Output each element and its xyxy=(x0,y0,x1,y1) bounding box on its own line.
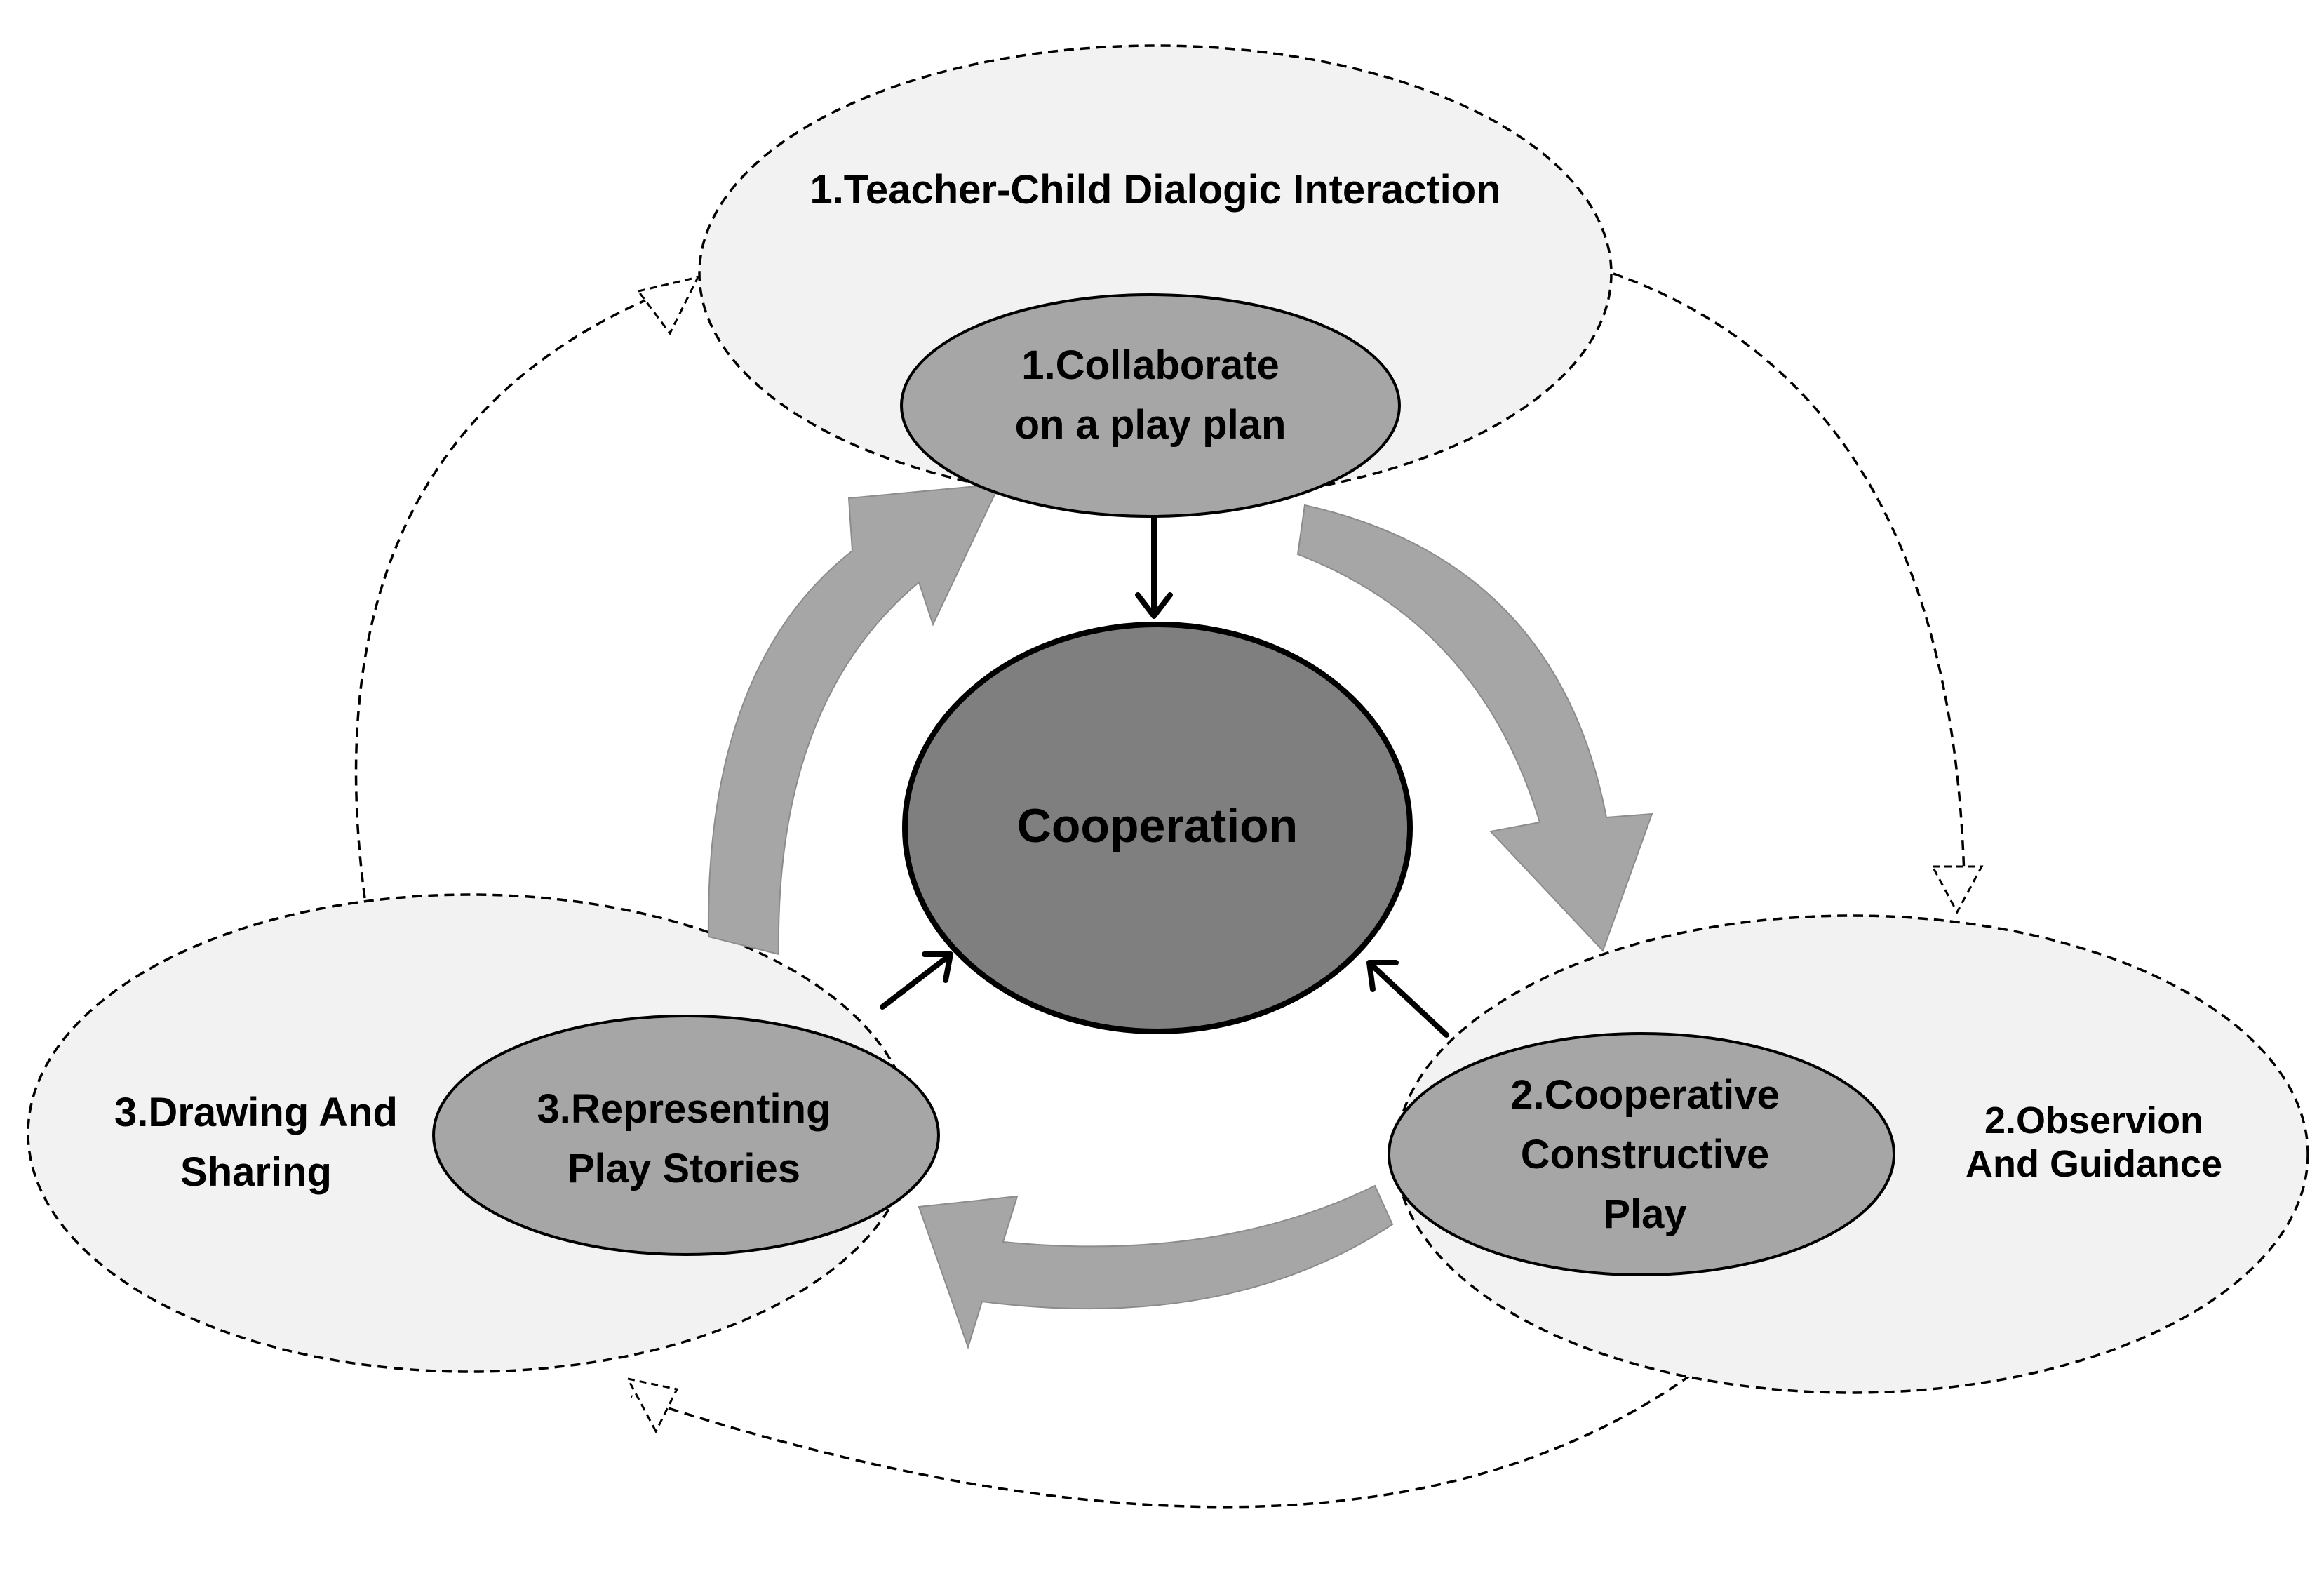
cooperative-label-line2: Constructive xyxy=(1521,1132,1770,1177)
outer-cycle-arrowhead-bottom xyxy=(626,1377,679,1434)
collaborate-on-play-plan-ellipse xyxy=(900,293,1401,518)
cooperative-constructive-play-ellipse xyxy=(1388,1032,1895,1276)
arrow-collaborate-to-cooperation xyxy=(1135,515,1173,619)
outer-cycle-arrowhead-right xyxy=(1930,865,1984,915)
cooperation-label: Cooperation xyxy=(1017,799,1298,852)
observation-label-line2: And Guidance xyxy=(1966,1143,2222,1185)
collaborate-label-line2: on a play plan xyxy=(1015,402,1287,448)
drawing-label-line2: Sharing xyxy=(180,1149,332,1195)
arrow-cooperative-to-cooperation xyxy=(1366,960,1449,1038)
representing-label-line1: 3.Representing xyxy=(537,1086,831,1132)
cooperative-label-line1: 2.Cooperative xyxy=(1510,1072,1780,1118)
collaborate-label-line1: 1.Collaborate xyxy=(1021,342,1279,388)
outer-cycle-arrow-left-to-top xyxy=(354,279,695,899)
observation-label-line1: 2.Observion xyxy=(1984,1099,2203,1142)
cooperative-label-line3: Play xyxy=(1603,1191,1686,1237)
outer-cycle-arrowhead-top-left xyxy=(636,275,700,335)
outer-cycle-arrow-right-to-left xyxy=(631,1374,1692,1509)
inner-cycle-arrow-right xyxy=(1296,504,1653,952)
arrow-representing-to-cooperation xyxy=(880,951,953,1010)
inner-cycle-arrow-bottom xyxy=(918,1184,1394,1350)
outer-cycle-arrow-top-to-right xyxy=(1613,272,1966,878)
teacher-child-dialogic-interaction-label: 1.Teacher-Child Dialogic Interaction xyxy=(810,167,1500,213)
cooperation-center-ellipse xyxy=(902,622,1413,1034)
representing-play-stories-ellipse xyxy=(432,1015,940,1256)
drawing-label-line1: 3.Drawing And xyxy=(114,1090,398,1135)
representing-label-line2: Play Stories xyxy=(567,1146,800,1191)
